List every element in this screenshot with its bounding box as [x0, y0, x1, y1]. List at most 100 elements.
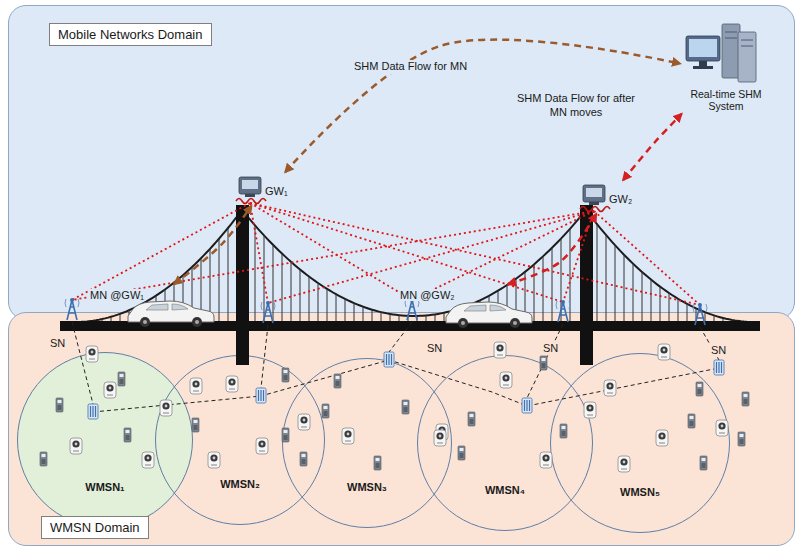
cluster-head: [714, 360, 724, 375]
hanger-rod: [723, 318, 724, 321]
server-icon: [738, 32, 756, 82]
hanger-rod: [606, 235, 607, 321]
hanger-rod: [435, 314, 436, 321]
hanger-rod: [696, 308, 697, 321]
sensor-icon: [70, 438, 82, 454]
server-icon: [693, 66, 713, 69]
hanger-rod: [669, 293, 670, 321]
hanger-rod: [426, 315, 427, 321]
hanger-rod: [156, 296, 157, 321]
sink-antenna: [695, 305, 705, 325]
sensor-icon: [618, 456, 630, 472]
sensor-icon: [124, 428, 131, 442]
sink-antenna: [263, 303, 273, 323]
sensor-icon: [468, 412, 475, 426]
hanger-rod: [471, 304, 472, 321]
sensor-icon: [118, 372, 125, 386]
sensor-icon: [560, 424, 567, 438]
data-flow-arrow: [174, 206, 251, 284]
wmsn-cluster: WMSN₂: [155, 355, 325, 525]
hanger-rod: [561, 239, 562, 321]
sink-antenna: [693, 304, 707, 312]
hanger-rod: [714, 315, 715, 321]
domain-band: WMSN DomainWMSN₁WMSN₂WMSN₃WMSN₄WMSN₅: [8, 312, 795, 546]
sensor-icon: [104, 382, 116, 398]
sink-antennas: [65, 298, 707, 325]
sink-antenna: [693, 303, 707, 325]
node-label: MN @GW₁: [88, 289, 146, 301]
sensor-icon: [300, 452, 307, 466]
sink-link: [261, 325, 268, 388]
sensor-icon: [190, 378, 202, 394]
sensor-icon: [696, 382, 703, 396]
sensor-icon: [40, 452, 47, 466]
hanger-rod: [750, 321, 751, 323]
car-icon: [446, 302, 532, 328]
domain-title: Mobile Networks Domain: [49, 23, 212, 46]
sensor-icon: [742, 392, 749, 406]
sink-label-box: SN: [709, 340, 728, 358]
sensor-icon: [192, 418, 199, 432]
cluster-label: WMSN₅: [620, 486, 660, 498]
hanger-rod: [687, 304, 688, 321]
node-label: MN @GW₂: [398, 289, 457, 301]
server-icon: [689, 39, 717, 57]
cluster-head: [522, 398, 532, 413]
bridge-tower: [236, 205, 249, 365]
sensor-icon: [208, 452, 220, 468]
hanger-rod: [516, 279, 517, 321]
hanger-rod: [633, 264, 634, 321]
sink-node-label: SN: [425, 342, 444, 354]
sink-antenna: [698, 303, 702, 307]
sink-antenna: [67, 300, 77, 320]
hanger-rod: [642, 272, 643, 321]
cluster-label: WMSN₁: [85, 481, 124, 493]
bridge-tower: [580, 205, 593, 365]
gateway-node: GW₂: [580, 180, 638, 214]
data-flow-arrow: [508, 214, 596, 284]
sensor-icon: [700, 456, 707, 470]
flow-label: SHM Data Flow for MN: [352, 60, 469, 74]
sink-antenna: [556, 300, 570, 322]
sensor-icon: [282, 368, 289, 382]
hanger-rod: [363, 307, 364, 321]
hanger-rod: [417, 316, 418, 321]
hanger-rod: [741, 321, 742, 322]
flow-label-box: SHM Data Flow for MN: [352, 56, 469, 74]
hanger-rod: [147, 301, 148, 321]
hanger-rod: [732, 320, 733, 321]
server-icon: [699, 61, 707, 66]
wmsn-cluster: WMSN₁: [17, 352, 193, 528]
hanger-rod: [372, 310, 373, 321]
sensor-icon: [436, 424, 448, 440]
sink-antenna: [261, 301, 275, 323]
node-label: GW₂: [608, 193, 633, 205]
hanger-rod: [408, 316, 409, 321]
radio-link: [72, 203, 250, 300]
hanger-rod: [597, 224, 598, 321]
sensor-icon: [738, 432, 745, 446]
sensor-icon: [342, 428, 354, 444]
sink-antenna: [407, 300, 417, 320]
sink-antenna: [556, 301, 570, 309]
sink-antenna: [65, 299, 79, 307]
hanger-rod: [399, 315, 400, 321]
hanger-rod: [282, 254, 283, 321]
domain-band: Mobile Networks DomainGW₁Real-time SHM S…: [8, 5, 795, 320]
hanger-rod: [489, 296, 490, 321]
hanger-rod: [534, 264, 535, 321]
hanger-rod: [480, 300, 481, 321]
sensor-icon: [322, 404, 329, 418]
sensor-icon: [226, 376, 238, 392]
connector-layer: [174, 40, 681, 284]
radio-link: [250, 203, 563, 302]
flow-label-box: SHM Data Flow for after MN moves: [510, 92, 642, 120]
cluster-head: [384, 352, 394, 367]
domain-title: WMSN Domain: [41, 516, 149, 539]
main-cable: [75, 211, 753, 322]
hanger-rod: [615, 245, 616, 321]
hanger-rod: [345, 299, 346, 321]
sink-link: [389, 322, 412, 352]
